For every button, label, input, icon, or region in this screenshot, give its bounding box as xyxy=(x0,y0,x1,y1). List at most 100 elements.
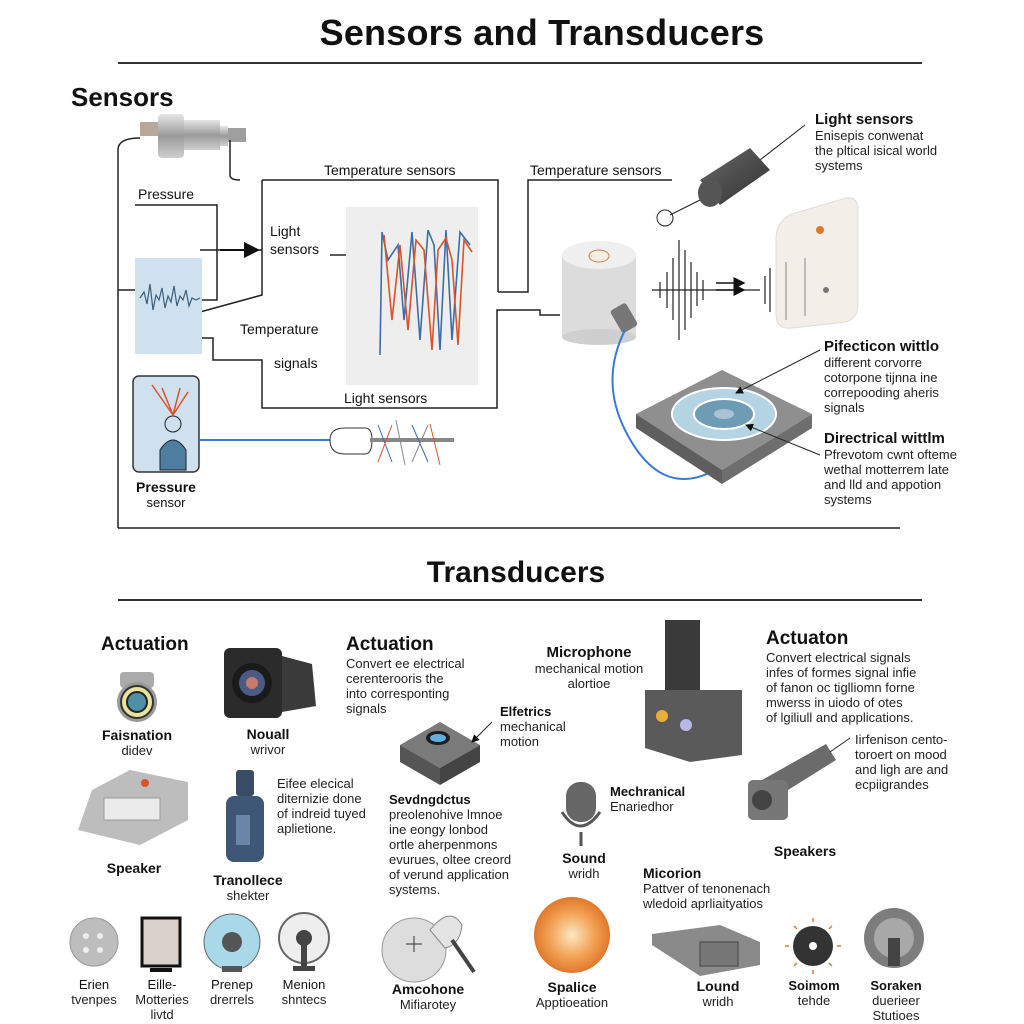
callout-directrical: Directrical wittlm Pfrevotom cwnt ofteme… xyxy=(824,430,1024,507)
item-title: Eifee elecical xyxy=(277,776,354,791)
bottom-item-eille: Eille- Motteries livtd xyxy=(130,977,194,1022)
pressure-sensor-sub: sensor xyxy=(146,495,186,510)
page-title: Sensors and Transducers xyxy=(319,12,765,53)
item-title: Micorion xyxy=(643,865,702,881)
orange-sphere-icon xyxy=(534,897,610,973)
item-nouall: Nouall wrivor xyxy=(223,726,313,757)
item-title: Eille- xyxy=(147,977,177,992)
item-title: Amcohone xyxy=(391,981,465,997)
signal-panel xyxy=(135,258,202,354)
item-text: wrivor xyxy=(250,742,286,757)
callout-title: Light sensors xyxy=(815,111,914,128)
dish-icon xyxy=(203,913,261,972)
item-actuation-2: Actuation Convert ee electrical cerenter… xyxy=(346,634,516,716)
item-title: Tranollece xyxy=(213,872,283,888)
item-tranollece: Tranollece shekter xyxy=(202,872,294,903)
item-text: Convert electrical signals infes of form… xyxy=(766,650,917,725)
item-mechranical: Mechranical Enariedhor xyxy=(610,784,710,814)
callout-light-sensors: Light sensors Enisepis conwenat the plti… xyxy=(815,111,1015,173)
label-signals: signals xyxy=(274,355,318,371)
item-title: Speakers xyxy=(773,843,837,859)
item-irfenison: Iirfenison cento- toroert on mood and li… xyxy=(855,732,1015,792)
item-title: Speaker xyxy=(106,860,162,876)
cylinder-sensor-icon xyxy=(562,241,638,345)
microphone-icon xyxy=(560,782,602,846)
label-temperature-sensors-2: Temperature sensors xyxy=(530,162,662,178)
speaker-cone-icon xyxy=(278,912,330,971)
item-title: Menion xyxy=(282,977,326,992)
pressure-transducer-icon xyxy=(117,114,246,528)
item-text: wridh xyxy=(568,866,600,881)
waveform-blue xyxy=(379,229,471,356)
record-disc-icon xyxy=(381,915,476,983)
callout-pifecticon: Pifecticon wittlo different corvorre cot… xyxy=(824,338,1024,415)
title-divider xyxy=(118,62,922,64)
bottom-item-prenep: Prenep drerrels xyxy=(200,977,264,1007)
item-text: wridh xyxy=(702,994,734,1009)
handheld-device-icon xyxy=(652,925,760,976)
item-text: drerrels xyxy=(209,992,255,1007)
label-light-sensors-box: Light sensors xyxy=(270,223,320,257)
callout-title: Pifecticon wittlo xyxy=(824,338,940,355)
item-text: Iirfenison cento- toroert on mood and li… xyxy=(855,732,949,792)
monitor-icon xyxy=(140,916,182,972)
callout-text: different corvorre cotorpone tijnna ine … xyxy=(824,355,939,415)
item-text: tvenpes xyxy=(71,992,117,1007)
speaker-device-icon xyxy=(78,770,188,845)
bottom-item-amcohone: Amcohone Mifiarotey xyxy=(378,981,478,1012)
item-title: Faisnation xyxy=(101,727,172,743)
item-microphone: Microphone mechanical motion alortioe xyxy=(522,644,656,691)
item-text: preolenohive lmnoe ine eongy lonbod ortl… xyxy=(389,807,512,897)
item-text: Enariedhor xyxy=(610,799,674,814)
label-light-sensors-bottom: Light sensors xyxy=(344,390,428,406)
square-lens-device-icon xyxy=(400,722,480,785)
item-text: Motteries livtd xyxy=(135,992,189,1022)
item-sound: Sound wridh xyxy=(552,850,616,881)
button-disc-icon xyxy=(69,917,119,967)
item-actuation-1: Actuation xyxy=(101,634,189,655)
fan-housing-icon xyxy=(864,908,924,968)
item-title: Actuation xyxy=(346,634,434,655)
white-device-icon xyxy=(775,197,859,329)
item-text: shekter xyxy=(226,888,270,903)
item-micorion: Micorion Pattver of tenonenach wledoid a… xyxy=(643,865,813,911)
label-pressure: Pressure xyxy=(138,186,195,202)
waveform-red xyxy=(383,234,473,351)
item-text: mechanical motion xyxy=(500,719,566,749)
callout-title: Directrical wittlm xyxy=(824,430,945,447)
sound-wave-icon xyxy=(652,240,771,340)
item-text: didev xyxy=(121,743,153,758)
item-text: Apptioeation xyxy=(535,995,609,1010)
item-elfetrics: Elfetrics mechanical motion xyxy=(500,704,600,749)
cube-module-icon xyxy=(645,620,742,762)
label-temperature-sensors-1: Temperature sensors xyxy=(324,162,456,178)
item-title: Mechranical xyxy=(610,784,686,799)
item-speaker: Speaker xyxy=(92,860,176,876)
transducers-heading: Transducers xyxy=(426,556,606,589)
item-text: shntecs xyxy=(281,992,327,1007)
item-faisnation: Faisnation didev xyxy=(92,727,182,758)
piezo-plate-icon xyxy=(636,370,812,484)
bottom-item-menion: Menion shntecs xyxy=(272,977,336,1007)
item-actuaton: Actuaton Convert electrical signals infe… xyxy=(766,628,966,725)
item-speakers: Speakers xyxy=(762,843,848,859)
item-title: Erien xyxy=(78,977,110,992)
bottom-item-erien: Erien tvenpes xyxy=(64,977,124,1007)
bottom-item-lound: Lound wridh xyxy=(686,978,750,1009)
item-sevdngdctus: Sevdngdctus preolenohive lmnoe ine eongy… xyxy=(389,792,529,897)
bottom-item-soraken: Soraken duerieer Stutioes xyxy=(860,978,932,1023)
bottom-item-spalice: Spalice Apptioeation xyxy=(520,979,624,1010)
item-title: Spalice xyxy=(547,979,597,995)
item-text: Pattver of tenonenach wledoid aprliaitya… xyxy=(643,881,771,911)
item-title: Microphone xyxy=(546,644,632,661)
item-text: Mifiarotey xyxy=(399,997,457,1012)
item-text: mechanical motion alortioe xyxy=(534,661,644,691)
item-title: Soimom xyxy=(788,978,840,993)
sensors-heading: Sensors xyxy=(71,82,174,112)
light-sensor-probe-icon xyxy=(650,124,806,230)
item-text: Convert ee electrical cerenterooris the … xyxy=(346,656,465,716)
item-title: Lound xyxy=(696,978,740,994)
bottom-item-soimom: Soimom tehde xyxy=(782,978,846,1008)
label-temperature: Temperature xyxy=(240,321,319,337)
